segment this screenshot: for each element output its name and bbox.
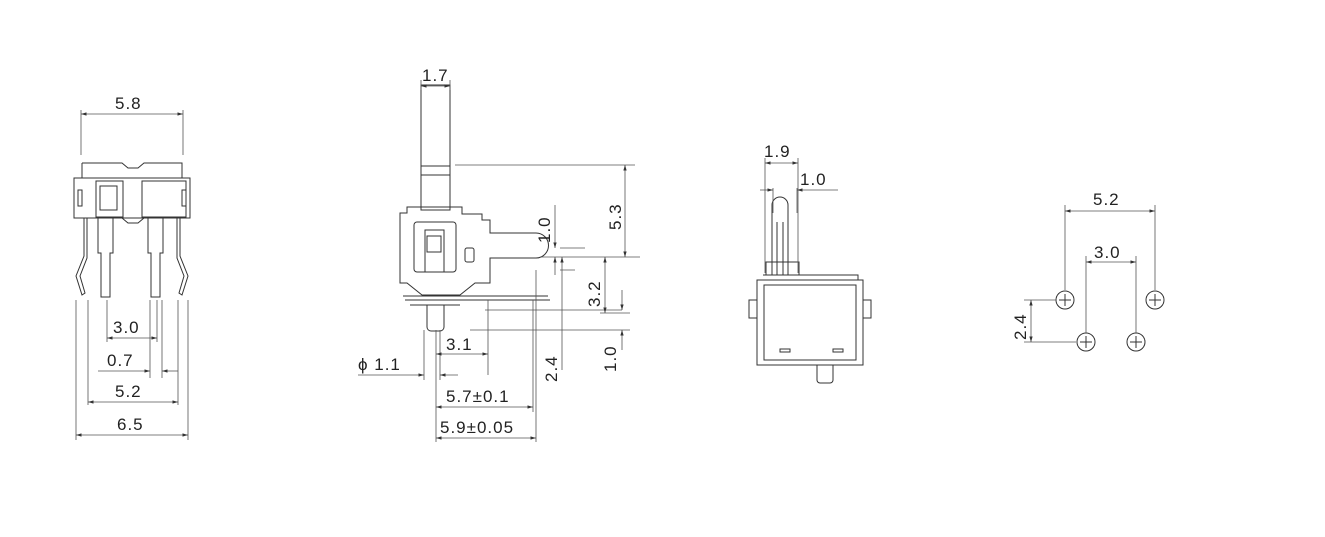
- dim-5-3: 5.3: [606, 203, 625, 230]
- dim-0-7: 0.7: [107, 351, 134, 370]
- dim-3-0-footprint: 3.0: [1094, 243, 1121, 262]
- dim-2-4: 2.4: [542, 355, 561, 382]
- dim-1-7: 1.7: [422, 66, 449, 85]
- dim-phi-1-1: ϕ 1.1: [358, 355, 401, 374]
- dim-3-2: 3.2: [585, 280, 604, 307]
- pad-hole: [1055, 290, 1075, 310]
- dim-1-0-tip: 1.0: [800, 170, 827, 189]
- dim-5-2-footprint: 5.2: [1093, 190, 1120, 209]
- dim-1-0-tab: 1.0: [535, 216, 554, 243]
- dim-3-0: 3.0: [113, 318, 140, 337]
- dim-6-5: 6.5: [117, 415, 144, 434]
- dim-5-7: 5.7±0.1: [446, 387, 510, 406]
- dim-1-9: 1.9: [764, 142, 791, 161]
- dim-5-2: 5.2: [115, 382, 142, 401]
- side-view: 1.7 5.3 1.0 3.2 1.0 2.4 3.1 ϕ 1.1 5.7±0.…: [358, 66, 640, 442]
- dim-2-4-footprint: 2.4: [1011, 313, 1030, 340]
- pad-hole: [1076, 332, 1096, 352]
- front-view: 5.8 3.0 0.7 5.2 6.5: [73, 94, 191, 440]
- pad-hole: [1126, 332, 1146, 352]
- end-view: 1.9 1.0: [748, 142, 872, 384]
- dim-1-0-post: 1.0: [601, 345, 620, 372]
- dim-3-1: 3.1: [446, 335, 473, 354]
- dim-5-9: 5.9±0.05: [440, 418, 514, 437]
- dim-5-8: 5.8: [115, 94, 142, 113]
- footprint-view: 5.2 3.0 2.4: [1011, 190, 1165, 352]
- pad-hole: [1145, 290, 1165, 310]
